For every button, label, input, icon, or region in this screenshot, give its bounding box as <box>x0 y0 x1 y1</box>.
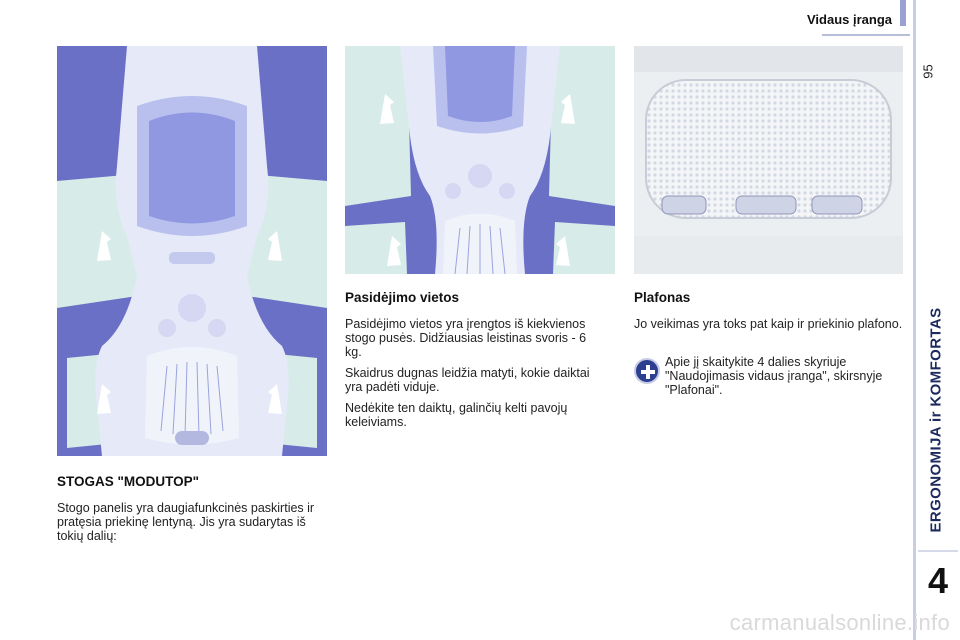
storage-heading: Pasidėjimo vietos <box>345 290 460 305</box>
storage-section: Pasidėjimo vietos Pasidėjimo vietos yra … <box>345 290 605 436</box>
modutop-heading: STOGAS "MODUTOP" <box>57 474 200 489</box>
plafonas-light-illustration <box>634 46 903 274</box>
modutop-paragraph: Stogo panelis yra daugiafunkcinės paskir… <box>57 501 315 543</box>
side-tab-divider <box>913 0 916 640</box>
storage-paragraph-3: Nedėkite ten daiktų, galinčių kelti pavo… <box>345 401 568 429</box>
plafonas-section: Plafonas Jo veikimas yra toks pat kaip i… <box>634 290 904 338</box>
side-tab-top-bar <box>900 0 906 26</box>
modutop-roof-illustration <box>57 46 327 456</box>
modutop-section: STOGAS "MODUTOP" Stogo panelis yra daugi… <box>57 474 327 550</box>
chapter-number: 4 <box>927 560 949 601</box>
side-tab-rule <box>918 550 958 552</box>
storage-paragraph-2: Skaidrus dugnas leidžia matyti, kokie da… <box>345 366 590 394</box>
plus-circle-icon <box>634 358 660 384</box>
plafonas-heading: Plafonas <box>634 290 691 305</box>
section-title: Vidaus įranga <box>806 12 892 27</box>
storage-paragraph-1: Pasidėjimo vietos yra įrengtos iš kiekvi… <box>345 317 587 359</box>
page-number: 95 <box>920 64 936 79</box>
header-rule <box>822 34 910 36</box>
plafonas-paragraph: Jo veikimas yra toks pat kaip ir priekin… <box>634 317 903 331</box>
storage-compartments-illustration <box>345 46 615 274</box>
watermark: carmanualsonline.info <box>729 610 950 635</box>
chapter-title: ERGONOMIJA ir KOMFORTAS <box>927 307 945 533</box>
plafonas-note-text: Apie jį skaitykite 4 dalies skyriuje "Na… <box>665 355 883 397</box>
